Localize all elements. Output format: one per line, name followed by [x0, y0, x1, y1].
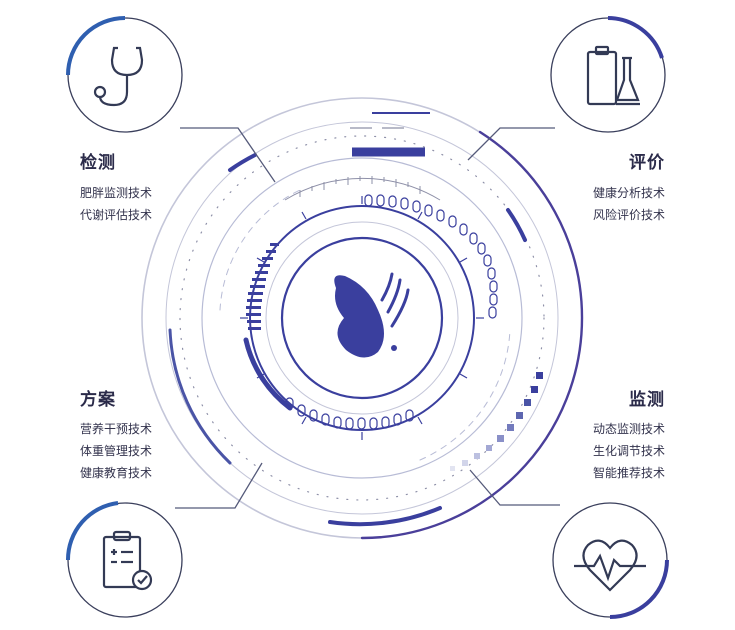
connector-lines	[175, 127, 560, 509]
detection-title: 检测	[80, 153, 116, 173]
arc-segment-bottom	[328, 506, 442, 527]
inner-thin-ring	[265, 221, 459, 415]
second-ring-accent	[168, 328, 232, 465]
butterfly-logo-icon	[334, 272, 410, 358]
plan-item-1: 营养干预技术	[80, 422, 153, 436]
arc-segment-left-inner	[243, 337, 293, 411]
evaluation-item-1: 健康分析技术	[592, 186, 665, 200]
monitoring-item-2: 生化调节技术	[592, 444, 665, 458]
third-ring-dash	[219, 189, 301, 311]
outer-ring-accent	[360, 130, 584, 540]
detection-item-1: 肥胖监测技术	[80, 186, 153, 200]
evaluation-item-2: 风险评价技术	[592, 208, 665, 222]
lab-clipboard-icon	[550, 16, 666, 133]
dotted-ring	[179, 135, 545, 501]
heart-pulse-icon	[552, 502, 669, 619]
monitoring-item-3: 智能推荐技术	[592, 466, 665, 480]
third-ring-dash-b	[419, 329, 511, 461]
capsule-ring-top	[364, 194, 498, 319]
evaluation-title: 评价	[629, 153, 665, 173]
top-marks	[350, 112, 430, 129]
plan-item-3: 健康教育技术	[80, 466, 153, 480]
radial-ticks	[240, 196, 484, 440]
detection-item-2: 代谢评估技术	[80, 208, 153, 222]
plan-title: 方案	[80, 390, 116, 410]
capsule-ring-bottom	[285, 397, 414, 430]
plan-item-2: 体重管理技术	[80, 444, 153, 458]
checklist-icon	[65, 501, 183, 618]
bar-scale-left	[246, 243, 279, 330]
third-ring	[201, 157, 523, 479]
arc-segment-right	[506, 208, 527, 242]
ruler-scale	[284, 176, 441, 201]
core-ring	[280, 236, 444, 400]
monitoring-item-1: 动态监测技术	[592, 422, 665, 436]
stethoscope-icon	[66, 16, 183, 133]
square-scale-right	[450, 372, 543, 471]
arc-segment-top-left	[228, 153, 257, 172]
second-ring	[165, 121, 559, 515]
inner-ring	[249, 205, 475, 431]
monitoring-title: 监测	[629, 390, 665, 410]
